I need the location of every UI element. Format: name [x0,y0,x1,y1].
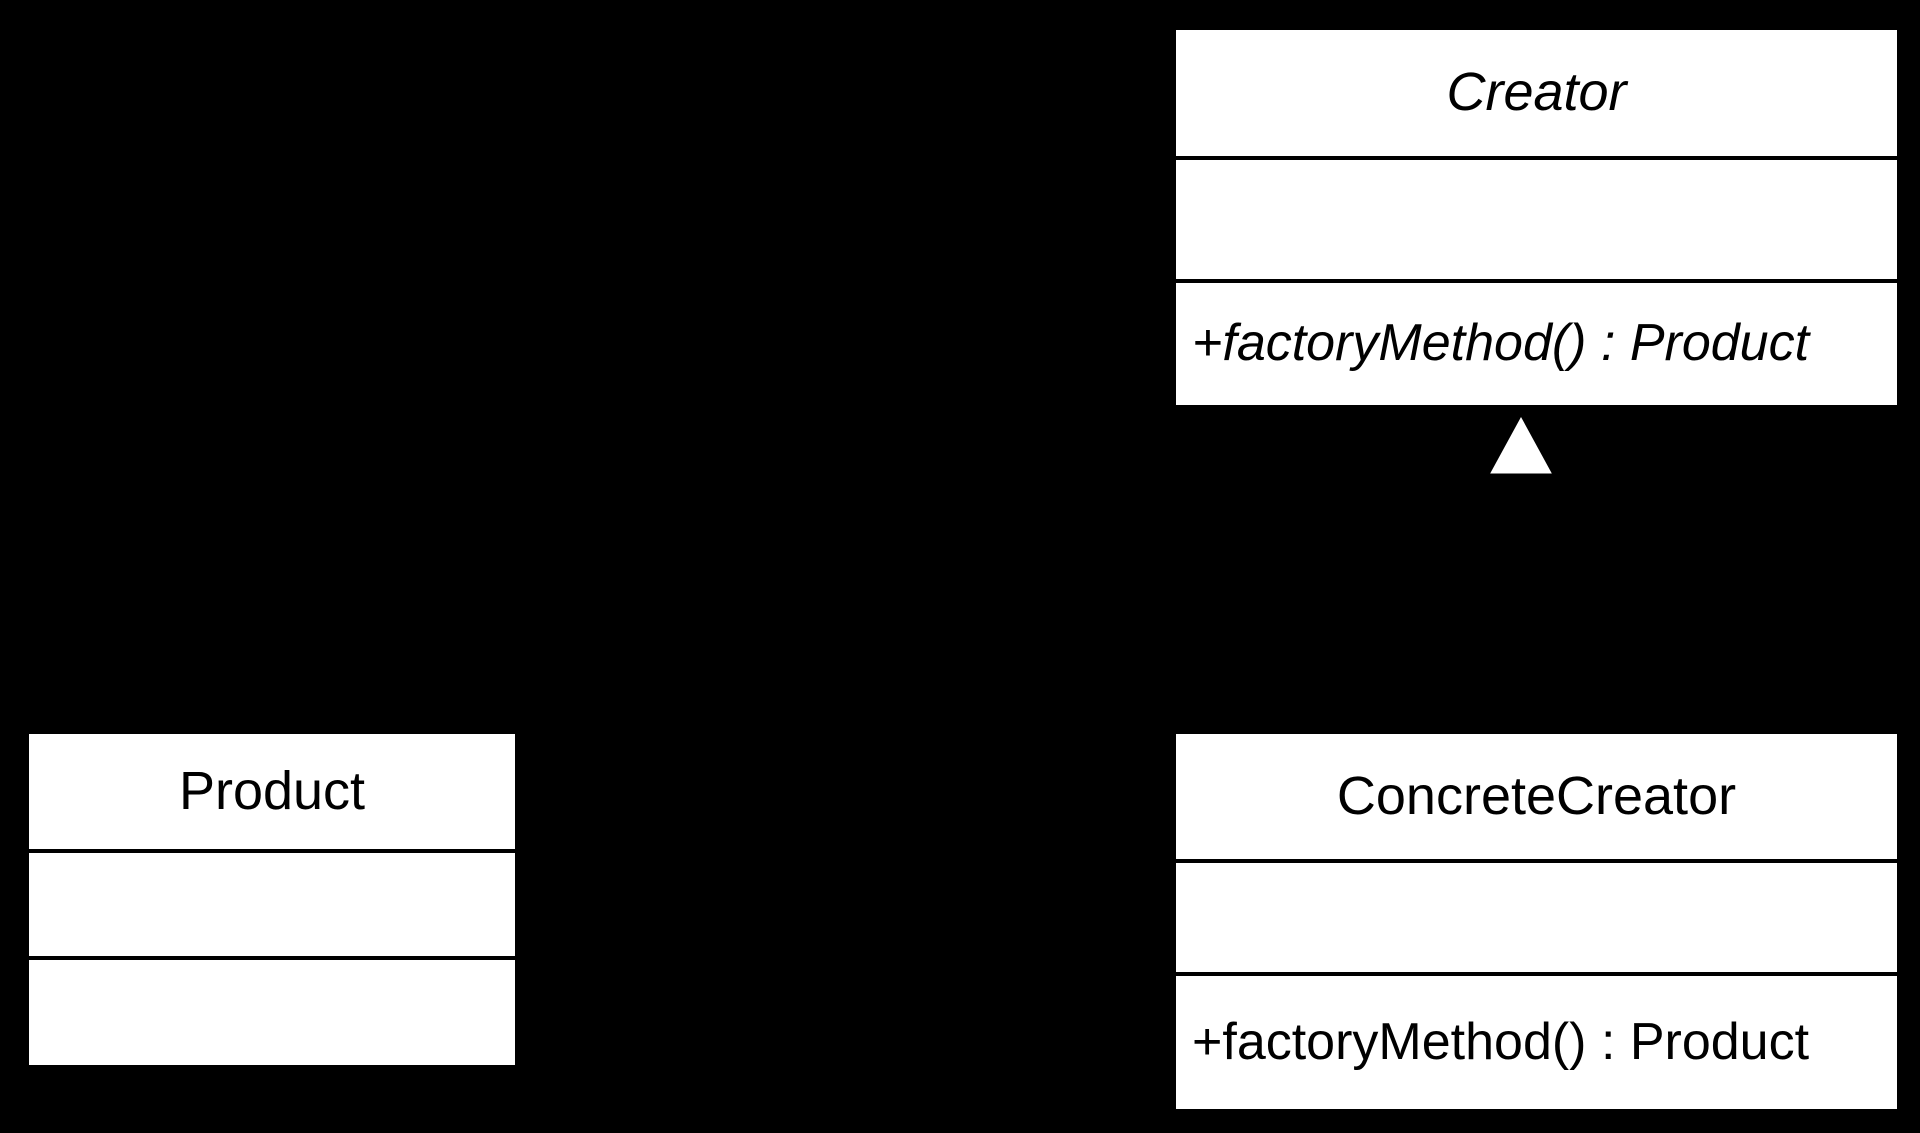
class-box-creator[interactable]: Creator +factoryMethod() : Product [1173,27,1900,408]
class-box-product[interactable]: Product [26,731,518,1068]
product-class-name: Product [178,760,366,821]
concretecreator-attributes-empty [1176,863,1897,972]
creator-name-compartment: Creator [1176,30,1897,156]
generalization-triangle-icon [1490,416,1552,474]
class-box-concretecreator[interactable]: ConcreteCreator +factoryMethod() : Produ… [1173,731,1900,1112]
creator-class-name: Creator [1446,62,1627,123]
concretecreator-name-compartment: ConcreteCreator [1176,734,1897,859]
product-operations-empty [29,960,515,1065]
concretecreator-attributes-compartment [1176,859,1897,972]
creator-attributes-empty [1176,160,1897,279]
product-operations-compartment [29,956,515,1065]
concretecreator-class-name: ConcreteCreator [1336,765,1737,826]
product-name-compartment: Product [29,734,515,849]
concretecreator-operation-factorymethod: +factoryMethod() : Product [1192,1012,1810,1071]
creator-operations-compartment: +factoryMethod() : Product [1176,279,1897,405]
product-attributes-compartment [29,849,515,956]
product-attributes-empty [29,853,515,956]
concretecreator-operations-compartment: +factoryMethod() : Product [1176,972,1897,1109]
creator-attributes-compartment [1176,156,1897,279]
creator-operation-factorymethod: +factoryMethod() : Product [1192,314,1810,373]
generalization-concretecreator-to-creator[interactable] [1489,416,1553,731]
